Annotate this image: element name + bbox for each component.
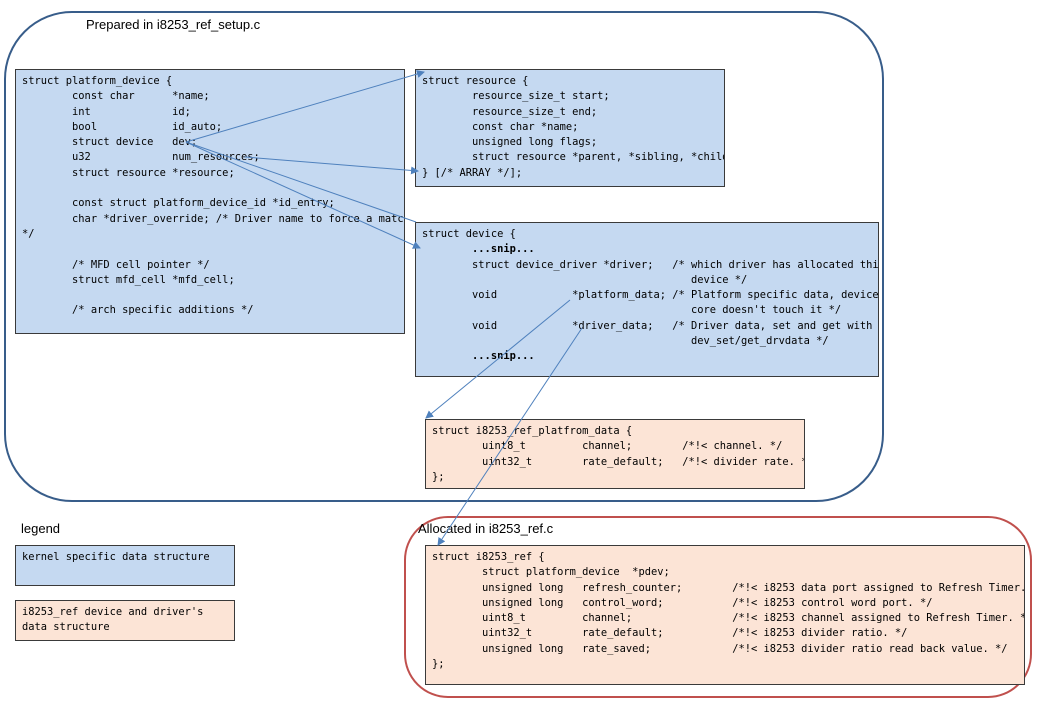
legend-driver-label: i8253_ref device and driver's data struc…: [22, 606, 204, 634]
platform-data-struct: struct i8253_ref_platfrom_data { uint8_t…: [425, 419, 805, 489]
platform-device-struct: struct platform_device { const char *nam…: [15, 69, 405, 334]
platform-data-code: struct i8253_ref_platfrom_data { uint8_t…: [432, 425, 804, 483]
legend-title: legend: [21, 521, 61, 536]
platform-device-code: struct platform_device { const char *nam…: [22, 75, 404, 317]
legend-kernel-label: kernel specific data structure: [22, 551, 210, 563]
legend-driver-swatch: i8253_ref device and driver's data struc…: [15, 600, 235, 641]
device-struct: struct device { ...snip... struct device…: [415, 222, 879, 377]
i8253-ref-code: struct i8253_ref { struct platform_devic…: [432, 551, 1025, 671]
device-code: struct device { ...snip... struct device…: [422, 228, 879, 363]
setup-region-title: Prepared in i8253_ref_setup.c: [86, 17, 261, 32]
resource-code: struct resource { resource_size_t start;…: [422, 75, 724, 179]
i8253-ref-struct: struct i8253_ref { struct platform_devic…: [425, 545, 1025, 685]
ref-region: [404, 516, 1032, 698]
ref-region-title: Allocated in i8253_ref.c: [418, 521, 554, 536]
resource-struct: struct resource { resource_size_t start;…: [415, 69, 725, 187]
legend-kernel-swatch: kernel specific data structure: [15, 545, 235, 586]
